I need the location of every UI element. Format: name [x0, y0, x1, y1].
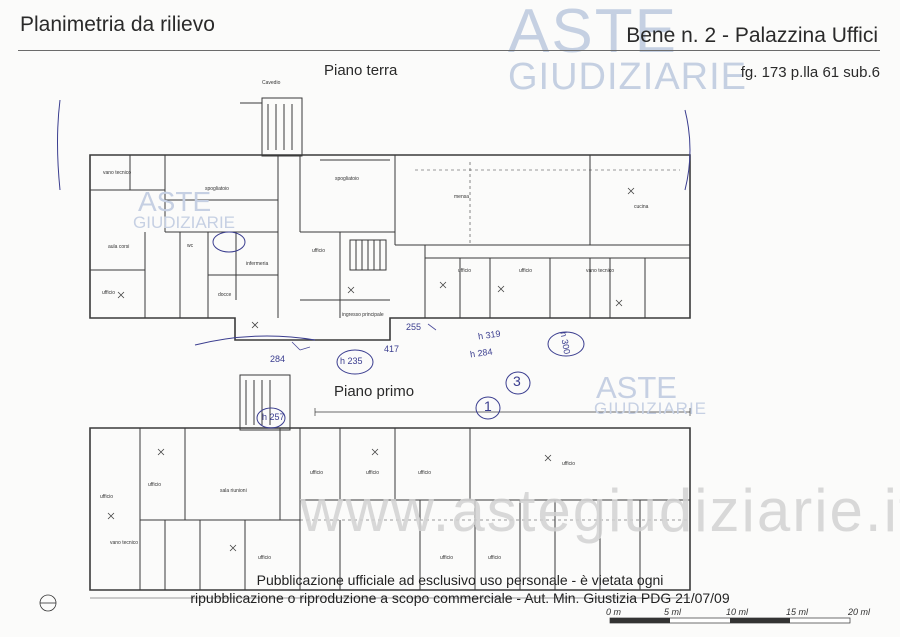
- scale-label-0: 0 m: [606, 607, 622, 617]
- annotation-417: 417: [384, 344, 400, 354]
- room-ufficio-f2: ufficio: [148, 482, 161, 488]
- room-ufficio-4: ufficio: [519, 268, 532, 274]
- watermark-url: www.astegiudiziarie.it: [300, 477, 900, 544]
- room-vano-tecnico-f: vano tecnico: [110, 540, 139, 546]
- room-sala-riunioni: sala riunioni: [220, 488, 247, 494]
- first-floor-label: Piano primo: [334, 383, 415, 400]
- watermark-aste-mid: ASTE: [596, 370, 677, 405]
- watermark-giudiziarie-mid: GIUDIZIARIE: [594, 399, 708, 418]
- room-ufficio-f5: ufficio: [418, 470, 431, 476]
- bene-title: Bene n. 2 - Palazzina Uffici: [626, 24, 878, 47]
- room-cavedio: Cavedio: [262, 80, 281, 86]
- scale-label-15: 15 ml: [786, 607, 809, 617]
- annotation-h257: h 257: [262, 412, 285, 422]
- room-infermeria: infermeria: [246, 261, 269, 267]
- room-ufficio-f6: ufficio: [562, 461, 575, 467]
- room-ufficio-f3: ufficio: [310, 470, 323, 476]
- room-docce: docce: [218, 292, 232, 298]
- room-ufficio-3: ufficio: [458, 268, 471, 274]
- room-ufficio-f8: ufficio: [440, 555, 453, 561]
- room-vano-tecnico-2: vano tecnico: [586, 268, 615, 274]
- publication-notice-line1: Pubblicazione ufficiale ad esclusivo uso…: [256, 572, 664, 588]
- catasto-reference: fg. 173 p.lla 61 sub.6: [740, 64, 880, 81]
- room-ingresso: ingresso principale: [342, 312, 384, 318]
- scale-label-5: 5 ml: [664, 607, 682, 617]
- annotation-284: 284: [270, 354, 286, 364]
- watermark-aste-top: ASTE: [508, 0, 678, 66]
- room-ufficio-f4: ufficio: [366, 470, 379, 476]
- room-aula-corsi: aula corsi: [108, 244, 130, 250]
- annotation-circle-1: 1: [484, 398, 492, 414]
- watermark-aste-left: ASTE: [138, 186, 212, 217]
- room-mensa: mensa: [454, 194, 470, 200]
- annotation-h235: h 235: [340, 356, 363, 366]
- room-ufficio-f7: ufficio: [258, 555, 271, 561]
- annotation-255: 255: [406, 322, 422, 332]
- scale-label-20: 20 ml: [848, 607, 871, 617]
- annotation-circle-3: 3: [513, 373, 521, 389]
- room-spogliatoio-1: spogliatoio: [205, 186, 229, 192]
- scale-label-10: 10 ml: [726, 607, 749, 617]
- room-ufficio-2: ufficio: [312, 248, 325, 254]
- room-wc-1: wc: [187, 243, 194, 249]
- room-spogliatoio-2: spogliatoio: [335, 176, 359, 182]
- page-title: Planimetria da rilievo: [20, 13, 215, 36]
- room-ufficio-1: ufficio: [102, 290, 115, 296]
- header-divider: [18, 50, 880, 51]
- room-vano-tecnico: vano tecnico: [103, 170, 132, 176]
- publication-notice: Pubblicazione ufficiale ad esclusivo uso…: [190, 571, 730, 607]
- publication-notice-line2: ripubblicazione o riproduzione a scopo c…: [190, 590, 730, 606]
- room-cucina: cucina: [634, 204, 649, 210]
- watermark-giudiziarie-top: GIUDIZIARIE: [508, 56, 748, 98]
- room-ufficio-f1: ufficio: [100, 494, 113, 500]
- ground-floor-label: Piano terra: [324, 62, 398, 79]
- room-ufficio-f9: ufficio: [488, 555, 501, 561]
- watermark-giudiziarie-left: GIUDIZIARIE: [133, 213, 236, 232]
